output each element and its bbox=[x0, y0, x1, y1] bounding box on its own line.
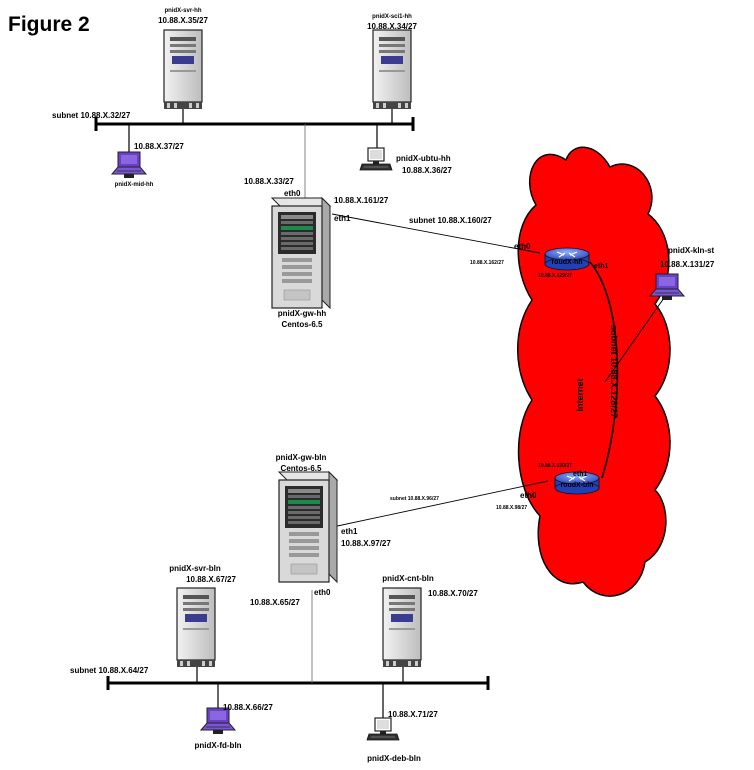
gw-hh-os: Centos-6.5 bbox=[282, 320, 323, 329]
deb-bln-ip: 10.88.X.71/27 bbox=[388, 710, 438, 719]
svr-hh-name: pnidX-svr-hh bbox=[165, 8, 202, 14]
kln-link bbox=[604, 297, 665, 383]
gw-bln-eth1: eth1 bbox=[341, 527, 358, 536]
gateway-bln-icon bbox=[278, 471, 338, 583]
bottom-wan-subnet-label: subnet 10.88.X.96/27 bbox=[390, 496, 439, 502]
router-bln-eth1-ip: 10.88.X.130/27 bbox=[538, 463, 572, 469]
router-hh-eth1-ip: 10.88.X.129/27 bbox=[538, 273, 572, 279]
top-wan-link bbox=[331, 213, 541, 254]
router-hh-eth0-ip: 10.88.X.162/27 bbox=[470, 260, 504, 266]
fd-bln-name: pnidX-fd-bln bbox=[194, 741, 241, 750]
server-svr-bln-icon bbox=[176, 587, 216, 668]
gateway-hh-icon bbox=[271, 197, 331, 309]
gw-bln-os: Centos-6.5 bbox=[281, 464, 322, 473]
svr-bln-name: pnidX-svr-bln bbox=[169, 564, 221, 573]
figure-title: Figure 2 bbox=[8, 13, 90, 36]
top-subnet-label: subnet 10.88.X.32/27 bbox=[52, 111, 131, 120]
gw-bln-eth1-ip: 10.88.X.97/27 bbox=[341, 539, 391, 548]
ubtu-hh-name: pnidX-ubtu-hh bbox=[396, 154, 451, 163]
server-sci1-hh-icon bbox=[372, 29, 412, 110]
server-svr-hh-icon bbox=[163, 29, 203, 110]
cnt-bln-ip: 10.88.X.70/27 bbox=[428, 589, 478, 598]
internet-cloud bbox=[517, 146, 671, 597]
bottom-wan-link bbox=[327, 480, 549, 529]
router-bln-eth0-ip: 10.88.X.98/27 bbox=[496, 505, 527, 511]
deb-bln-name: pnidX-deb-bln bbox=[367, 754, 421, 763]
router-hh-name: roudX-hh bbox=[551, 259, 582, 266]
bottom-subnet-label: subnet 10.88.X.64/27 bbox=[70, 666, 149, 675]
mid-hh-name: pnidX-mid-hh bbox=[115, 182, 154, 188]
gw-hh-eth0-ip: 10.88.X.33/27 bbox=[244, 177, 294, 186]
cnt-bln-name: pnidX-cnt-bln bbox=[382, 574, 434, 583]
router-hh-eth1: eth1 bbox=[594, 263, 609, 270]
workstation-deb-bln-icon bbox=[366, 717, 400, 741]
sci1-hh-ip: 10.88.X.34/27 bbox=[367, 22, 417, 31]
router-hh-eth0: eth0 bbox=[514, 242, 531, 251]
server-cnt-bln-icon bbox=[382, 587, 422, 668]
svr-bln-ip: 10.88.X.67/27 bbox=[186, 575, 236, 584]
gw-hh-name: pnidX-gw-hh bbox=[278, 309, 327, 318]
links bbox=[94, 108, 665, 720]
kln-st-name: pnidX-kln-st bbox=[668, 246, 715, 255]
workstation-ubtu-hh-icon bbox=[359, 147, 393, 171]
router-bln-eth0: eth0 bbox=[520, 491, 537, 500]
internet-label: Internet bbox=[575, 378, 585, 411]
gw-bln-name: pnidX-gw-bln bbox=[276, 453, 327, 462]
gw-hh-eth1-ip: 10.88.X.161/27 bbox=[334, 196, 389, 205]
router-bln-name: roudX-bln bbox=[560, 482, 593, 489]
sci1-hh-name: pnidX-sci1-hh bbox=[372, 14, 412, 20]
gw-bln-eth0-ip: 10.88.X.65/27 bbox=[250, 598, 300, 607]
top-wan-subnet-label: subnet 10.88.X.160/27 bbox=[409, 216, 492, 225]
ubtu-hh-ip: 10.88.X.36/27 bbox=[402, 166, 452, 175]
gw-bln-eth0: eth0 bbox=[314, 588, 331, 597]
mid-hh-ip: 10.88.X.37/27 bbox=[134, 142, 184, 151]
router-bln-eth1: eth1 bbox=[573, 471, 588, 478]
fd-bln-ip: 10.88.X.66/27 bbox=[223, 703, 273, 712]
kln-st-ip: 10.88.X.131/27 bbox=[660, 260, 715, 269]
gw-hh-eth0: eth0 bbox=[284, 189, 301, 198]
svr-hh-ip: 10.88.X.35/27 bbox=[158, 16, 208, 25]
gw-hh-eth1: eth1 bbox=[334, 214, 351, 223]
laptop-mid-hh-icon bbox=[111, 151, 147, 179]
core-subnet-label: subnet 10.88.X.128/27 bbox=[609, 325, 619, 418]
core-link bbox=[589, 261, 619, 479]
